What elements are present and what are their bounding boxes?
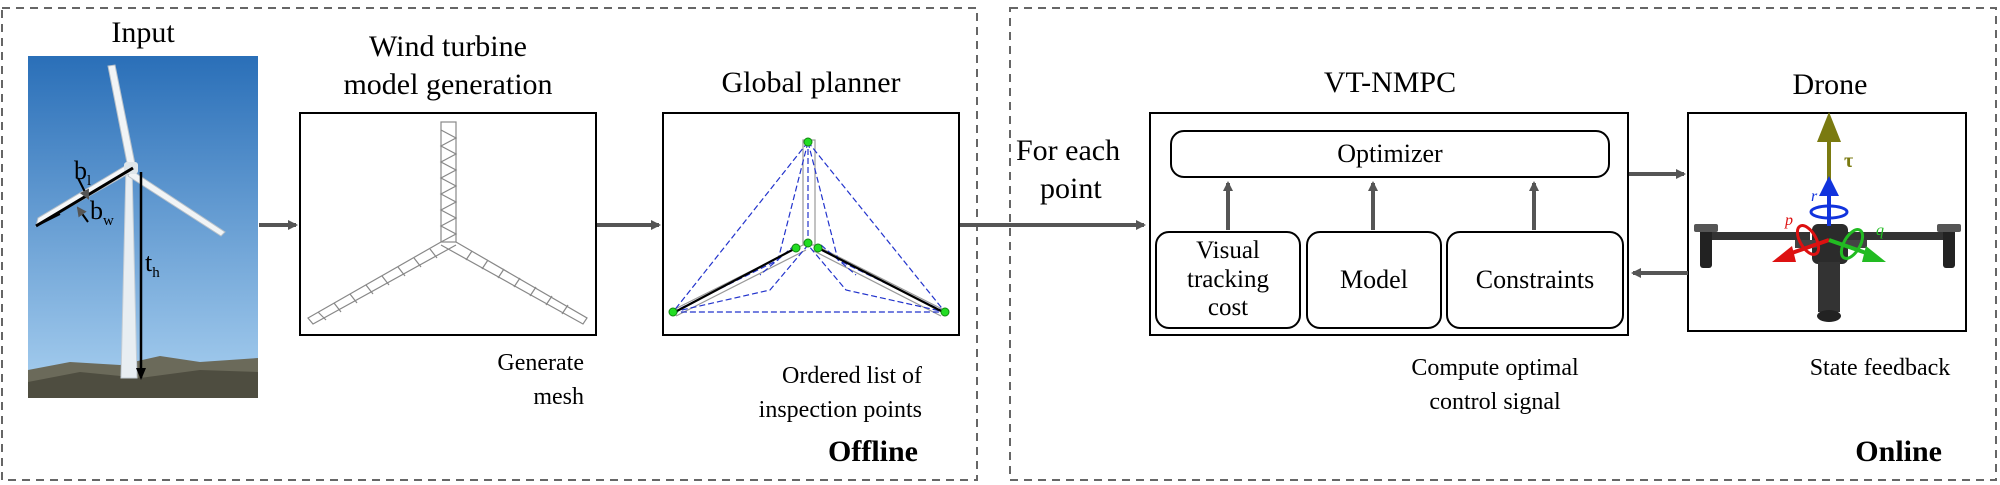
drone-image [1694, 112, 1961, 322]
drone-title: Drone [1792, 68, 1868, 101]
visual-line2: tracking [1187, 265, 1269, 293]
model-gen-title-line1: Wind turbine [369, 30, 527, 63]
vt-nmpc-title: VT-NMPC [1323, 66, 1457, 99]
optimizer-label: Optimizer [1337, 139, 1443, 169]
online-frame [1009, 7, 1997, 481]
optimizer-box: Optimizer [1170, 130, 1610, 178]
input-title: Input [111, 16, 175, 49]
constraints-box: Constraints [1446, 231, 1624, 329]
model-generation-box [299, 112, 597, 336]
dim-bl-label: bl [74, 156, 91, 190]
model-gen-title-line2: model generation [343, 68, 553, 101]
visual-line1: Visual [1196, 236, 1260, 264]
drone-q-label: q [1876, 222, 1884, 239]
offline-label: Offline [828, 435, 918, 468]
wind-turbine-photo [28, 56, 258, 398]
dim-bl-base: b [74, 156, 87, 185]
constraints-label: Constraints [1475, 265, 1595, 295]
dim-th-sub: h [152, 265, 160, 282]
dim-bw-sub: w [103, 213, 114, 230]
drone-tau-label: τ [1844, 150, 1854, 172]
drone-r-label: r [1811, 188, 1818, 205]
model-gen-caption-line1: Generate [497, 350, 584, 376]
visual-line3: cost [1207, 294, 1249, 322]
for-each-line1: For each [1016, 134, 1121, 167]
dim-th-base: t [145, 248, 153, 277]
model-box: Model [1306, 231, 1442, 329]
dim-bl-sub: l [87, 173, 92, 190]
dim-bw-base: b [90, 196, 103, 225]
model-gen-caption-line2: mesh [533, 384, 584, 410]
dim-th-label: th [145, 248, 160, 282]
model-label: Model [1340, 265, 1408, 295]
vt-nmpc-caption-line2: control signal [1429, 389, 1561, 415]
drone-caption: State feedback [1809, 355, 1951, 381]
dim-bw-label: bw [90, 196, 114, 230]
visual-tracking-cost-box: Visual tracking cost [1155, 231, 1301, 329]
planner-image [668, 137, 950, 317]
global-planner-caption-line2: inspection points [758, 397, 922, 423]
vt-nmpc-box [1149, 112, 1629, 336]
global-planner-title: Global planner [721, 66, 901, 99]
offline-frame [1, 7, 978, 481]
online-label: Online [1855, 435, 1942, 468]
global-planner-caption-line1: Ordered list of [782, 363, 922, 389]
for-each-line2: point [1040, 172, 1102, 205]
vt-nmpc-caption-line1: Compute optimal [1411, 355, 1579, 381]
mesh-image [307, 121, 588, 325]
drone-p-label: p [1785, 212, 1793, 229]
